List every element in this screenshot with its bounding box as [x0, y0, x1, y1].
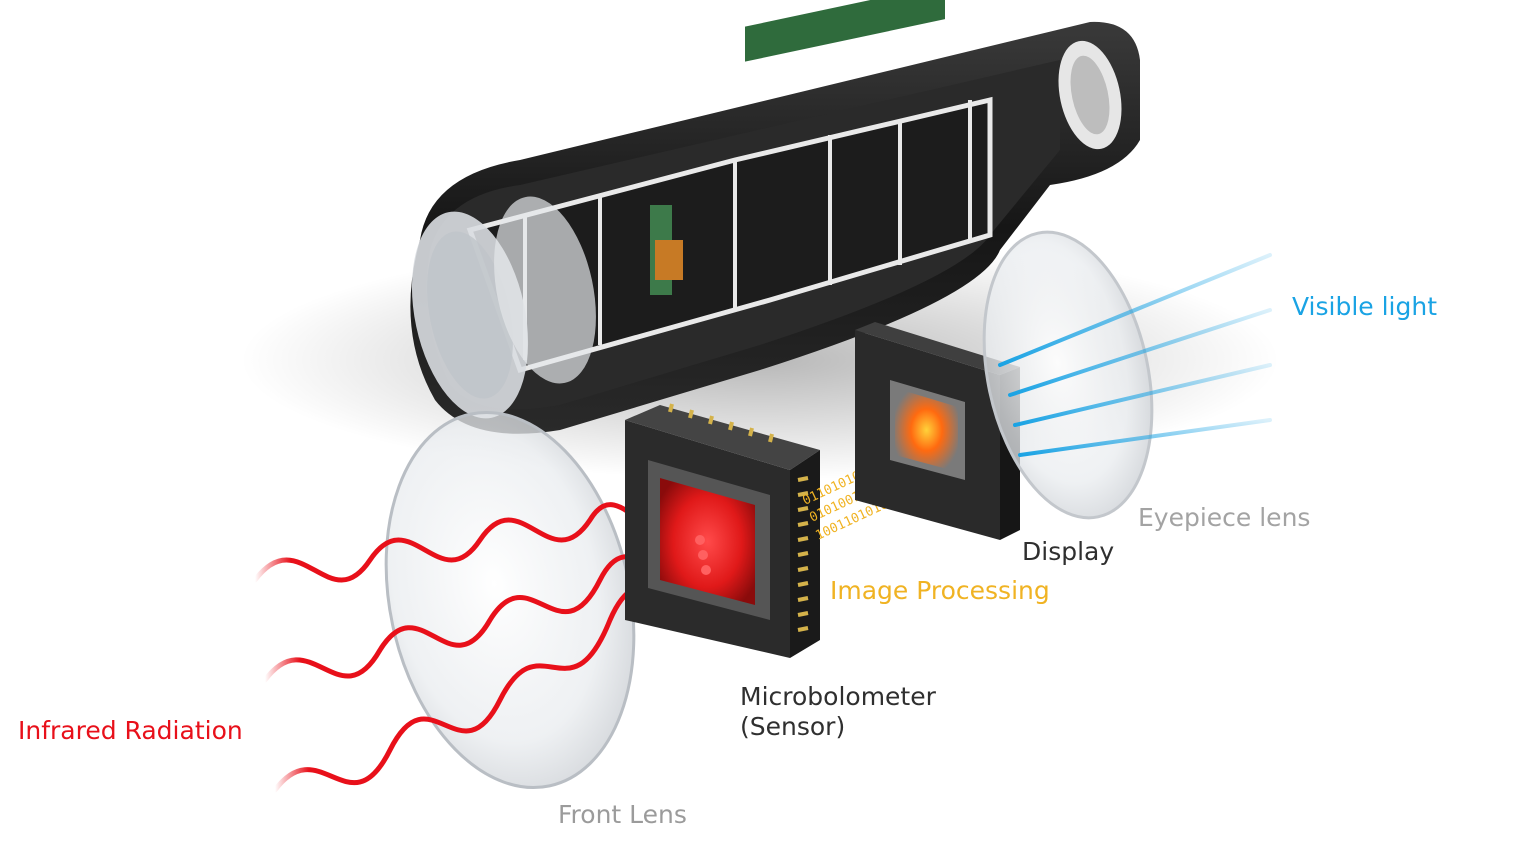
microbolometer-title: Microbolometer: [740, 682, 936, 711]
infrared-radiation-label: Infrared Radiation: [18, 716, 243, 745]
visible-light-rays: [998, 253, 1272, 457]
thermal-monocular-cutaway-icon: [410, 0, 1140, 434]
front-lens-label: Front Lens: [558, 800, 687, 829]
display-label: Display: [1022, 537, 1115, 566]
sensor-hit-points: [695, 535, 711, 575]
microbolometer-chip-icon: [625, 403, 820, 658]
image-processing-label: Image Processing: [830, 576, 1050, 605]
visible-light-label: Visible light: [1292, 292, 1438, 321]
microbolometer-label: Microbolometer (Sensor): [740, 682, 936, 742]
microdisplay-icon: [855, 322, 1020, 540]
sensor-subtitle: (Sensor): [740, 712, 846, 741]
eyepiece-lens-label: Eyepiece lens: [1138, 503, 1311, 532]
